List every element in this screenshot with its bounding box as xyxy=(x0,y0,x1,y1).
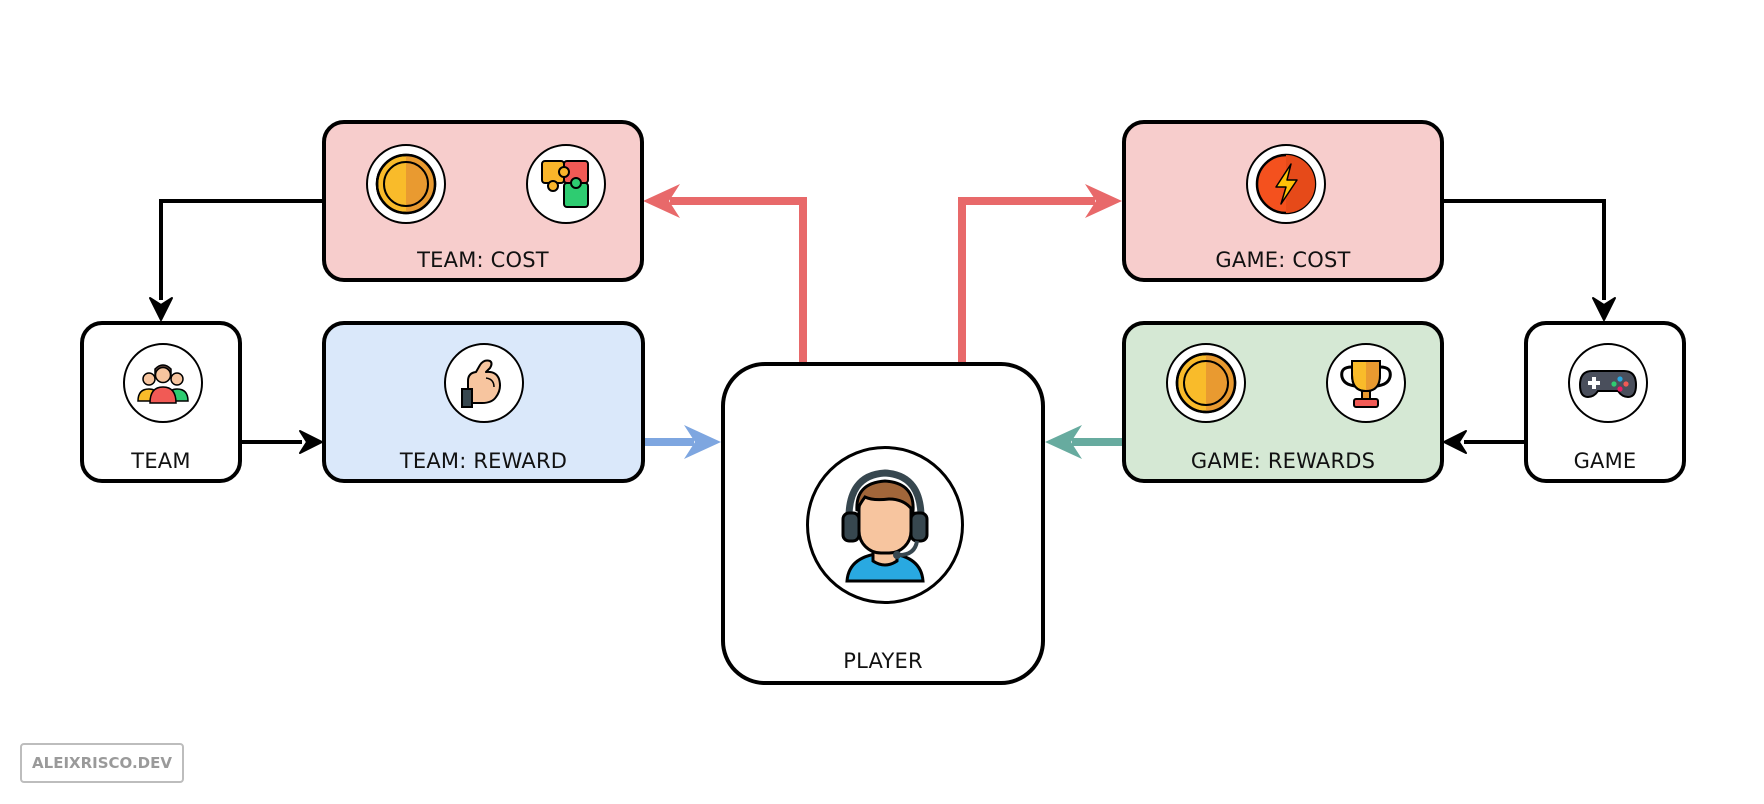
trophy-icon xyxy=(1326,343,1406,423)
arrowhead-team xyxy=(149,297,173,321)
gamepad-icon xyxy=(1568,343,1648,423)
arrowhead-game-rewards xyxy=(1443,430,1467,454)
puzzle-icon xyxy=(526,144,606,224)
arrow-team-cost-to-team xyxy=(159,199,322,300)
team-cost-label: TEAM: COST xyxy=(417,248,549,272)
team-cost-node: TEAM: COST xyxy=(322,120,644,282)
arrowhead-player-right xyxy=(1045,425,1082,459)
team-reward-label: TEAM: REWARD xyxy=(399,449,568,473)
gamer-headset-icon xyxy=(806,446,964,604)
arrow-game-cost-to-game xyxy=(1444,199,1606,300)
coin-icon xyxy=(1166,343,1246,423)
team-reward-node: TEAM: REWARD xyxy=(322,321,645,483)
team-label: TEAM xyxy=(131,449,191,473)
arrowhead-game xyxy=(1592,297,1616,321)
game-cost-label: GAME: COST xyxy=(1215,248,1351,272)
team-people-icon xyxy=(123,343,203,423)
arrowhead-game-cost xyxy=(1085,184,1122,218)
flexed-bicep-icon xyxy=(444,343,524,423)
player-label: PLAYER xyxy=(843,649,923,673)
player-node: PLAYER xyxy=(721,362,1045,685)
arrow-player-to-game-cost xyxy=(958,197,1095,362)
watermark: ALEIXRISCO.DEV xyxy=(20,743,184,783)
arrowhead-team-cost xyxy=(643,184,680,218)
game-node: GAME xyxy=(1524,321,1686,483)
game-cost-node: GAME: COST xyxy=(1122,120,1444,282)
game-rewards-label: GAME: REWARDS xyxy=(1190,449,1376,473)
game-rewards-node: GAME: REWARDS xyxy=(1122,321,1444,483)
coin-icon xyxy=(366,144,446,224)
arrowhead-player-left xyxy=(684,425,721,459)
arrow-player-to-team-cost xyxy=(670,197,807,362)
game-label: GAME xyxy=(1573,449,1637,473)
arrowhead-team-reward xyxy=(299,430,323,454)
energy-bolt-icon xyxy=(1246,144,1326,224)
team-node: TEAM xyxy=(80,321,242,483)
